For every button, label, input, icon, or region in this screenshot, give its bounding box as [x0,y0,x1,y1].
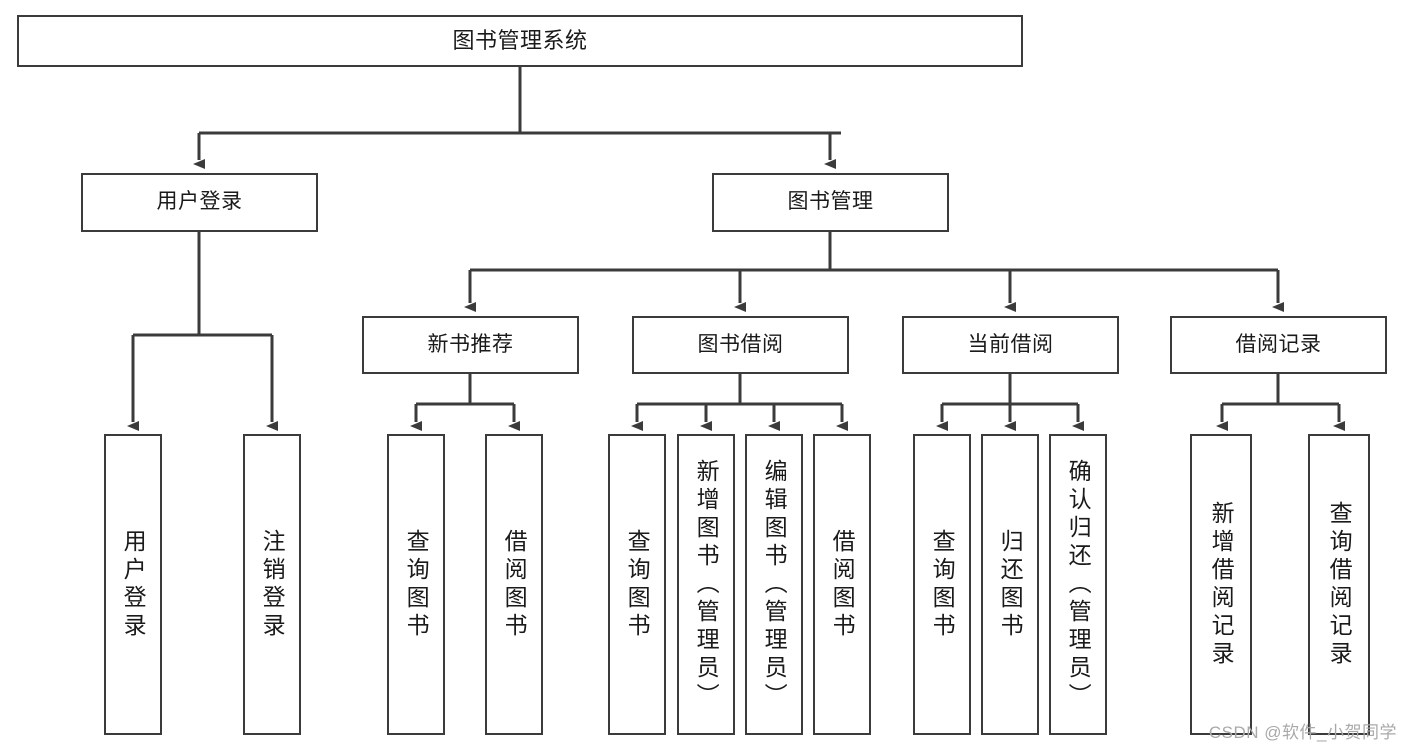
leaf-add-book[interactable]: 新增图书（管理员） [677,434,735,735]
leaf-query-book-1[interactable]: 查询图书 [387,434,445,735]
leaf-borrow-book-2-label: 借阅图书 [829,528,856,641]
leaf-confirm-return[interactable]: 确认归还（管理员） [1049,434,1107,735]
node-borrow-record[interactable]: 借阅记录 [1170,316,1387,374]
leaf-return-book-label: 归还图书 [997,528,1024,641]
leaf-add-record-label: 新增借阅记录 [1208,500,1235,669]
node-user-login[interactable]: 用户登录 [81,173,318,232]
leaf-query-record[interactable]: 查询借阅记录 [1308,434,1370,735]
leaf-query-book-2[interactable]: 查询图书 [608,434,666,735]
leaf-add-book-label: 新增图书（管理员） [693,458,720,711]
leaf-query-book-2-label: 查询图书 [624,528,651,641]
watermark: CSDN @软件_小贺同学 [1208,723,1397,742]
node-book-manage[interactable]: 图书管理 [712,173,949,232]
leaf-logout-label: 注销登录 [259,528,286,641]
node-root-label: 图书管理系统 [452,28,588,54]
leaf-query-book-1-label: 查询图书 [403,528,430,641]
leaf-borrow-book-2[interactable]: 借阅图书 [813,434,871,735]
node-new-book-recommend-label: 新书推荐 [427,332,514,356]
leaf-borrow-book-1-label: 借阅图书 [501,528,528,641]
leaf-borrow-book-1[interactable]: 借阅图书 [485,434,543,735]
node-current-borrow-label: 当前借阅 [967,332,1054,356]
node-book-borrow-label: 图书借阅 [697,332,784,356]
leaf-add-record[interactable]: 新增借阅记录 [1190,434,1252,735]
node-book-borrow[interactable]: 图书借阅 [632,316,849,374]
leaf-user-login-label: 用户登录 [120,528,147,641]
leaf-logout[interactable]: 注销登录 [243,434,301,735]
leaf-user-login[interactable]: 用户登录 [104,434,162,735]
leaf-edit-book-label: 编辑图书（管理员） [761,458,788,711]
leaf-edit-book[interactable]: 编辑图书（管理员） [745,434,803,735]
node-book-manage-label: 图书管理 [787,190,874,214]
leaf-query-book-3[interactable]: 查询图书 [913,434,971,735]
leaf-query-book-3-label: 查询图书 [929,528,956,641]
leaf-confirm-return-label: 确认归还（管理员） [1065,458,1092,711]
node-user-login-label: 用户登录 [156,190,243,214]
leaf-return-book[interactable]: 归还图书 [981,434,1039,735]
node-root[interactable]: 图书管理系统 [17,15,1023,67]
node-new-book-recommend[interactable]: 新书推荐 [362,316,579,374]
node-borrow-record-label: 借阅记录 [1235,332,1322,356]
leaf-query-record-label: 查询借阅记录 [1326,500,1353,669]
node-current-borrow[interactable]: 当前借阅 [902,316,1119,374]
